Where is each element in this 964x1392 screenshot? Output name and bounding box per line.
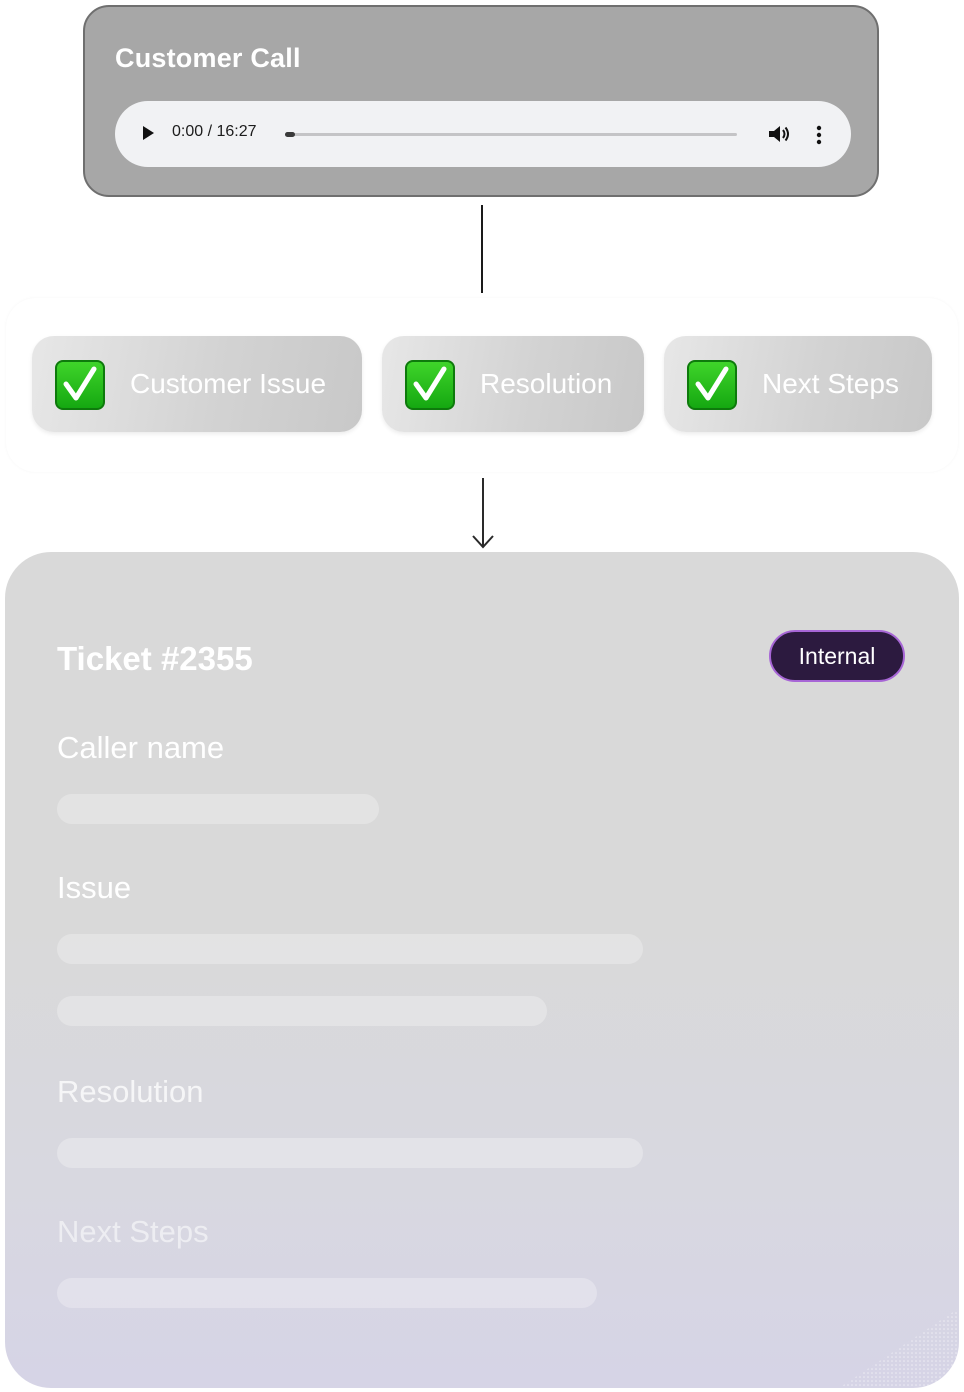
next-steps-placeholder (57, 1278, 597, 1308)
visibility-badge: Internal (769, 630, 905, 682)
status-chip-next-steps: Next Steps (664, 336, 932, 432)
ticket-title: Ticket #2355 (57, 640, 253, 677)
check-mark-icon (405, 360, 455, 410)
status-chip-label: Next Steps (762, 368, 899, 399)
issue-placeholder-line (57, 996, 547, 1026)
caller-name-label: Caller name (57, 730, 225, 765)
down-arrow-icon (472, 478, 494, 549)
next-steps-label: Next Steps (57, 1214, 209, 1249)
resolution-placeholder (57, 1138, 643, 1168)
status-panel: Customer Issue Resolution Next Steps (6, 298, 958, 472)
more-options-icon[interactable] (813, 124, 825, 146)
corner-texture (839, 1308, 959, 1388)
status-chip-label: Resolution (480, 368, 613, 399)
ticket-card: Ticket #2355 Internal Caller name Issue … (5, 552, 959, 1388)
customer-call-card: Customer Call 0:00 / 16:27 (83, 5, 879, 197)
seek-thumb[interactable] (285, 132, 295, 137)
status-chip-resolution: Resolution (382, 336, 644, 432)
issue-placeholder-line (57, 934, 643, 964)
issue-label: Issue (57, 870, 132, 905)
resolution-label: Resolution (57, 1074, 204, 1109)
audio-player: 0:00 / 16:27 (115, 101, 851, 167)
status-chip-label: Customer Issue (130, 368, 327, 399)
status-chip-customer-issue: Customer Issue (32, 336, 362, 432)
caller-name-placeholder (57, 794, 379, 824)
connector-line (481, 205, 483, 293)
seek-bar[interactable] (285, 132, 737, 137)
play-icon[interactable] (143, 126, 154, 140)
time-readout: 0:00 / 16:27 (172, 123, 257, 140)
volume-icon[interactable] (767, 123, 791, 145)
check-mark-icon (687, 360, 737, 410)
call-title: Customer Call (115, 43, 301, 73)
check-mark-icon (55, 360, 105, 410)
